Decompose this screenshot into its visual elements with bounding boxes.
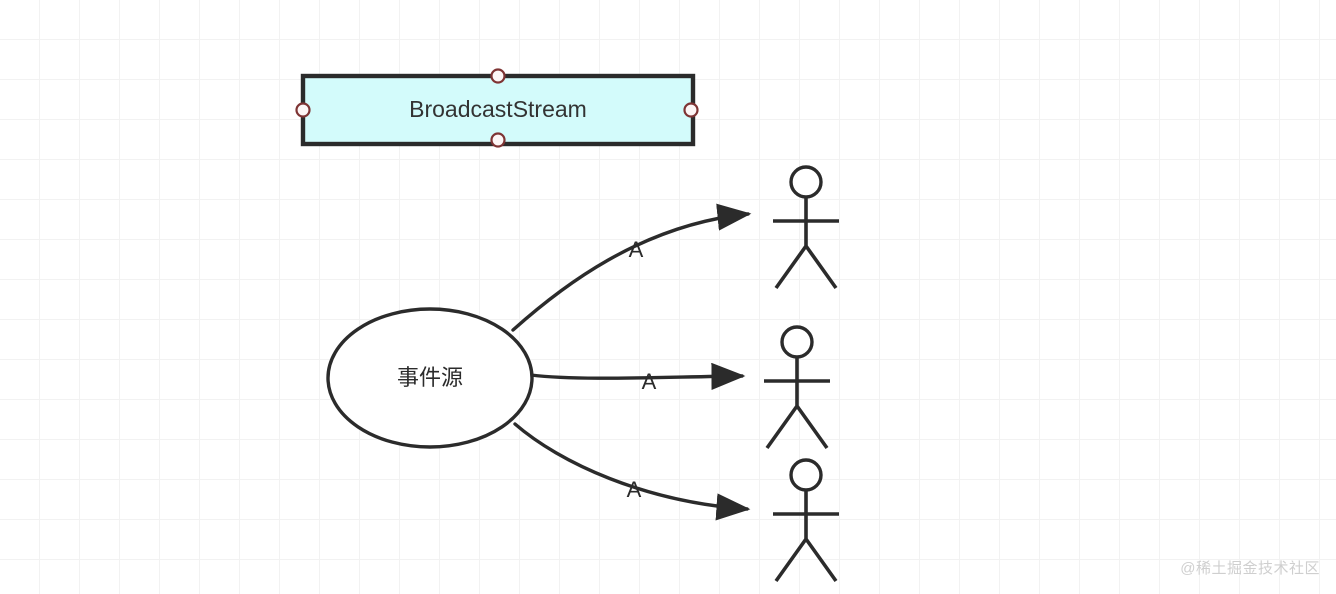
actor-body-icon	[773, 490, 839, 583]
edge-top-label: A	[629, 237, 644, 262]
edge-bottom-label: A	[627, 477, 642, 502]
actor-group	[764, 165, 839, 583]
watermark: @稀土掘金技术社区	[1180, 560, 1320, 577]
node-broadcaststream[interactable]: BroadcastStream	[295, 68, 699, 148]
edge-bottom-path[interactable]	[513, 422, 751, 521]
edge-middle-label: A	[642, 369, 657, 394]
edge-group: A A A	[511, 203, 752, 521]
actor-head-icon	[780, 325, 814, 359]
actor-head-icon	[789, 458, 823, 492]
actor-head-icon	[789, 165, 823, 199]
edge-middle[interactable]: A	[529, 362, 746, 394]
actor-body-icon	[764, 357, 830, 450]
node-event-source[interactable]: 事件源	[326, 307, 534, 449]
actor-bottom[interactable]	[773, 458, 839, 583]
handle-top[interactable]	[490, 68, 506, 84]
handle-left[interactable]	[295, 102, 311, 118]
event-source-label: 事件源	[397, 365, 463, 390]
event-source-ellipse[interactable]	[326, 307, 534, 449]
edge-top-path[interactable]	[511, 203, 752, 332]
edge-bottom[interactable]: A	[513, 422, 751, 521]
handle-right[interactable]	[683, 102, 699, 118]
edge-top[interactable]: A	[511, 203, 752, 332]
actor-middle[interactable]	[764, 325, 830, 450]
actor-top[interactable]	[773, 165, 839, 290]
selection-handles[interactable]	[295, 68, 699, 148]
actor-body-icon	[773, 197, 839, 290]
handle-bottom[interactable]	[490, 132, 506, 148]
edge-middle-path[interactable]	[529, 362, 746, 390]
broadcaststream-label: BroadcastStream	[409, 96, 587, 122]
